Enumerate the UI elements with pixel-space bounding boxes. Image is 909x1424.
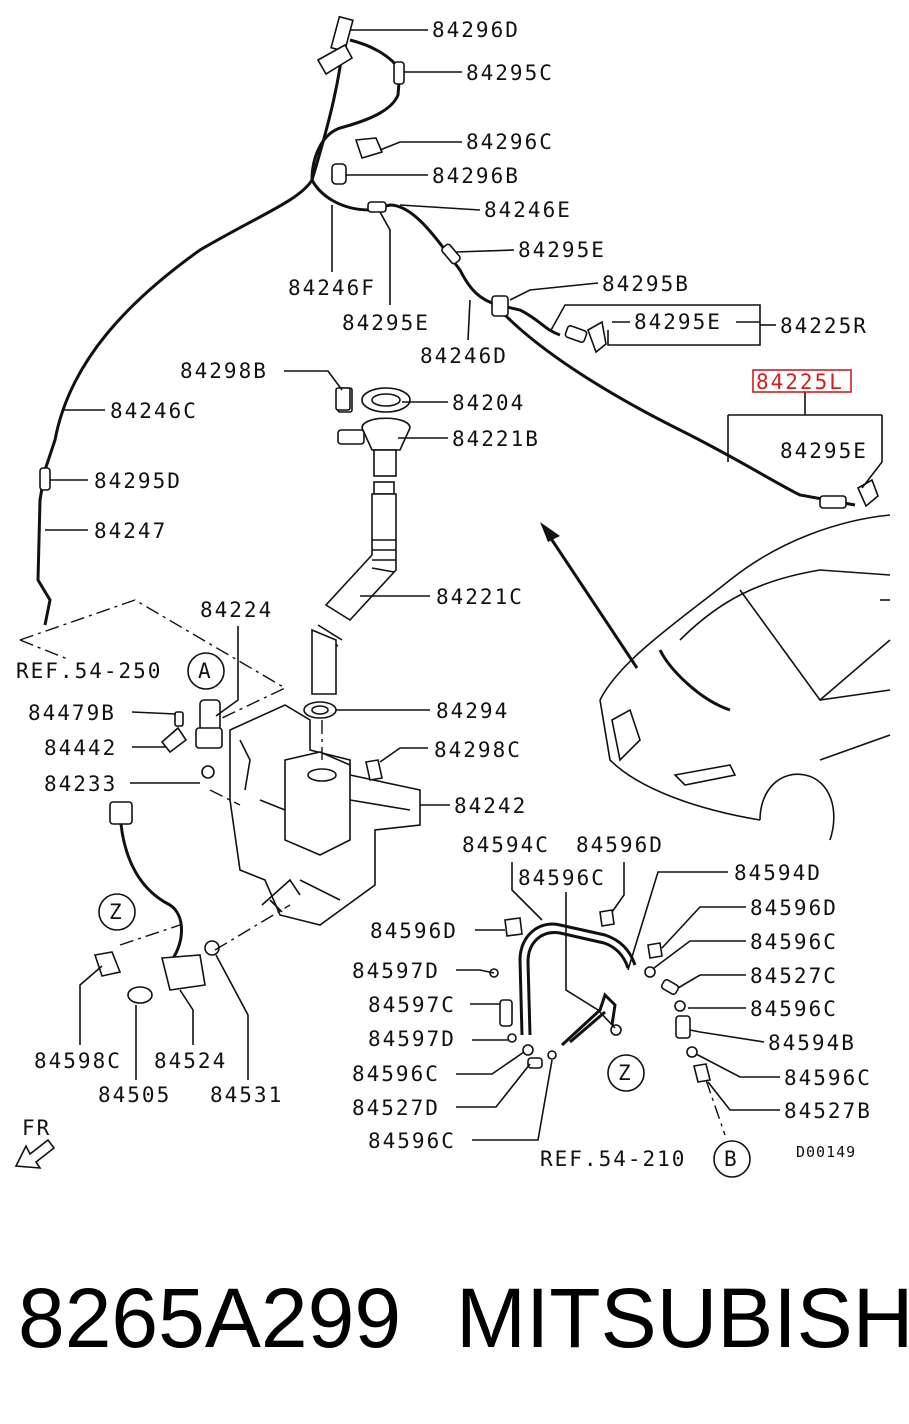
label-84298c: 84298C [434,738,522,762]
ref-circle-b [713,1140,751,1178]
label-84242: 84242 [454,794,527,818]
label-84596c: 84596C [784,1066,872,1090]
label-84294: 84294 [436,699,509,723]
label-84596c: 84596C [750,930,838,954]
label-84295d: 84295D [94,469,182,493]
front-marker-label: FR [22,1116,51,1140]
zone-marker-z-left [98,893,136,931]
rear-pump-assembly [93,801,220,1004]
drawing-code: D00149 [796,1143,856,1161]
zone-marker-z-right [607,1054,645,1092]
label-84221b: 84221B [452,427,540,451]
label-84295e: 84295E [634,310,722,334]
label-84531: 84531 [210,1083,283,1107]
label-84596c: 84596C [352,1062,440,1086]
ref-circle-a [187,652,225,690]
ref-circle-b-letter: B [724,1147,739,1171]
rear-hose-set [489,909,711,1083]
label-84596d: 84596D [370,919,458,943]
zone-marker-z-left-letter: Z [109,900,124,924]
detail-arrow [540,522,639,669]
label-84596c: 84596C [368,1129,456,1153]
label-84225l[interactable]: 84225L [756,370,844,394]
label-84221c: 84221C [436,585,524,609]
label-84524: 84524 [154,1049,227,1073]
label-84594c: 84594C [462,833,550,857]
label-84247: 84247 [94,519,167,543]
ref-text-a: REF.54-250 [16,659,162,683]
label-84594d: 84594D [734,861,822,885]
brand-name: MITSUBISHI [456,1271,909,1365]
label-84505: 84505 [98,1083,171,1107]
label-84596d: 84596D [576,833,664,857]
label-84597d: 84597D [352,959,440,983]
highlight-box [752,369,852,393]
label-84295e: 84295E [342,311,430,335]
reference-markers: REF.54-250 A REF.54-210 B Z Z D00149 FR [14,652,856,1178]
label-84295e: 84295E [780,439,868,463]
label-84295c: 84295C [466,61,554,85]
label-84596c: 84596C [750,997,838,1021]
label-84295e: 84295E [518,238,606,262]
label-84479b: 84479B [28,701,116,725]
zone-marker-z-right-letter: Z [618,1061,633,1085]
label-84296b: 84296B [432,164,520,188]
label-84596c: 84596C [518,866,606,890]
vehicle-outline [599,514,891,841]
label-84597d: 84597D [368,1027,456,1051]
label-84296d: 84296D [432,18,520,42]
label-84296c: 84296C [466,130,554,154]
label-84295b: 84295B [602,272,690,296]
label-84594b: 84594B [768,1031,856,1055]
part-labels: 84296D 84295C 84296C 84296B 84246E 84295… [28,18,872,1153]
label-84246d: 84246D [420,344,508,368]
label-84233: 84233 [44,772,117,796]
label-84246f: 84246F [288,276,376,300]
ref-circle-a-letter: A [198,659,213,683]
part-number: 8265A299 [18,1271,402,1365]
washer-reservoir-tank [160,387,421,926]
label-84527c: 84527C [750,964,838,988]
label-84225r: 84225R [780,314,868,338]
label-84298b: 84298B [180,359,268,383]
front-arrow-icon [14,1138,56,1169]
label-84527d: 84527D [352,1096,440,1120]
label-84246e: 84246E [484,198,572,222]
filler-neck-assembly [303,387,411,719]
label-84598c: 84598C [34,1049,122,1073]
leader-lines [45,29,883,1141]
upper-hose-routing [36,15,879,626]
label-84442: 84442 [44,736,117,760]
label-84246c: 84246C [110,399,198,423]
label-84596d: 84596D [750,896,838,920]
label-84597c: 84597C [368,993,456,1017]
label-84224: 84224 [200,598,273,622]
ref-text-b: REF.54-210 [540,1147,686,1171]
reference-dash-lines [19,599,726,1136]
label-84527b: 84527B [784,1099,872,1123]
label-84204: 84204 [452,391,525,415]
